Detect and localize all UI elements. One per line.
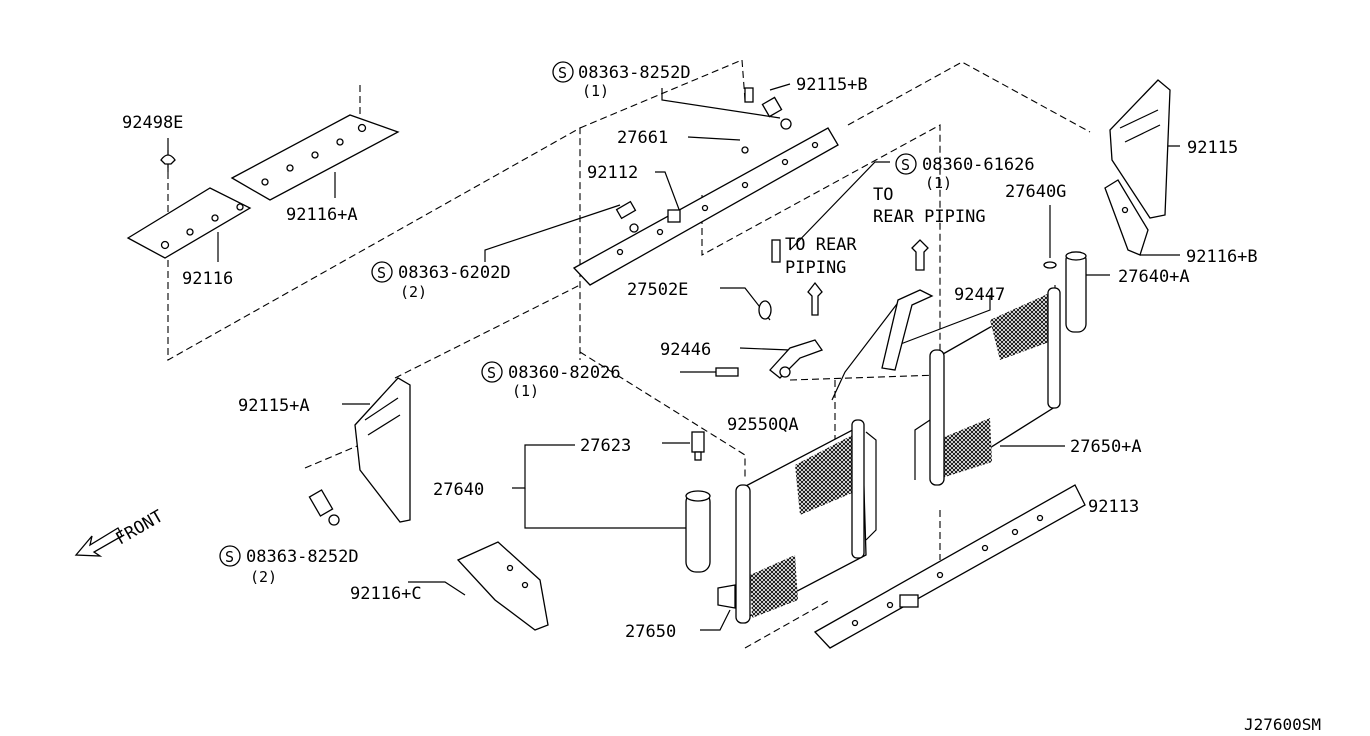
bolt-08360-82026 [715, 367, 739, 377]
screw-mark-right: S [895, 153, 917, 175]
label-08360-61626: 08360-61626 [922, 155, 1035, 175]
label-to-rear-left-1: TO REAR [785, 235, 857, 255]
label-to-rear-piping-right-2: REAR PIPING [873, 207, 986, 227]
label-92116-b: 92116+B [1186, 247, 1258, 267]
svg-text:S: S [377, 264, 386, 282]
clip-92498e [160, 154, 176, 172]
label-27502e: 27502E [627, 280, 688, 300]
screw-mark-mid: S [371, 261, 393, 283]
screw-mark-top: S [552, 61, 574, 83]
plate-92116 [126, 187, 252, 259]
leader-lines [167, 83, 1180, 631]
label-92447: 92447 [954, 285, 1005, 305]
plate-92116-a [230, 114, 400, 201]
label-27623: 27623 [580, 436, 631, 456]
svg-text:S: S [487, 364, 496, 382]
pipe-92446 [769, 339, 824, 379]
label-08363-6202d: 08363-6202D [398, 263, 511, 283]
label-92115: 92115 [1187, 138, 1238, 158]
bracket-92115 [1109, 79, 1171, 219]
condenser-27650-a [914, 287, 1061, 486]
label-27650-a: 27650+A [1070, 437, 1142, 457]
bracket-92116-b [1104, 179, 1149, 256]
label-92116-a: 92116+A [286, 205, 358, 225]
bolt-top [741, 87, 792, 154]
part-labels: 92498E 92116+A 92116 08363-8252D (1) 921… [113, 63, 1322, 734]
label-08360-82026: 08360-82026 [508, 363, 621, 383]
label-front: FRONT [113, 506, 167, 549]
label-92498e: 92498E [122, 113, 183, 133]
label-92446: 92446 [660, 340, 711, 360]
label-92116-c: 92116+C [350, 584, 422, 604]
bolt-08363-8252d-bot [308, 489, 340, 526]
label-27640g: 27640G [1005, 182, 1066, 202]
label-27640-a: 27640+A [1118, 267, 1190, 287]
receiver-drier-27640-a [1065, 251, 1087, 333]
label-27650: 27650 [625, 622, 676, 642]
label-92115-a: 92115+A [238, 396, 310, 416]
label-08363-8252d-top: 08363-8252D [578, 63, 691, 83]
diagram-reference-code: J27600SM [1244, 715, 1321, 734]
screw-mark-bottom: S [219, 545, 241, 567]
label-qty-low: (1) [512, 382, 539, 400]
label-qty-mid: (2) [400, 283, 427, 301]
svg-text:S: S [225, 548, 234, 566]
label-08363-8252d-bot: 08363-8252D [246, 547, 359, 567]
label-qty-bottom: (2) [250, 568, 277, 586]
label-27640: 27640 [433, 480, 484, 500]
bracket-92115-a [354, 377, 411, 523]
label-qty-right: (1) [925, 174, 952, 192]
fitting-rear-piping-left [771, 239, 823, 316]
label-to-rear-piping-right-1: TO [873, 185, 893, 205]
washer-27640g [1043, 261, 1057, 269]
label-92116: 92116 [182, 269, 233, 289]
switch-27623 [691, 431, 705, 461]
pipe-92447 [881, 289, 934, 371]
label-92112: 92112 [587, 163, 638, 183]
label-92115-b: 92115+B [796, 75, 868, 95]
label-to-rear-left-2: PIPING [785, 258, 846, 278]
bracket-92116-c [456, 541, 549, 631]
label-92113: 92113 [1088, 497, 1139, 517]
svg-text:S: S [558, 64, 567, 82]
screw-mark-low: S [481, 361, 503, 383]
condenser-27650 [717, 419, 877, 624]
bracket-92113 [813, 484, 1086, 649]
fitting-rear-piping-right [911, 239, 929, 271]
front-arrow [74, 527, 123, 557]
ring-27502e [758, 300, 772, 320]
label-92550qa: 92550QA [727, 415, 799, 435]
bracket-92112 [572, 127, 839, 286]
label-27661: 27661 [617, 128, 668, 148]
bolt-left [615, 200, 639, 233]
drier-27640 [685, 490, 711, 573]
label-qty-top: (1) [582, 82, 609, 100]
svg-text:S: S [901, 156, 910, 174]
